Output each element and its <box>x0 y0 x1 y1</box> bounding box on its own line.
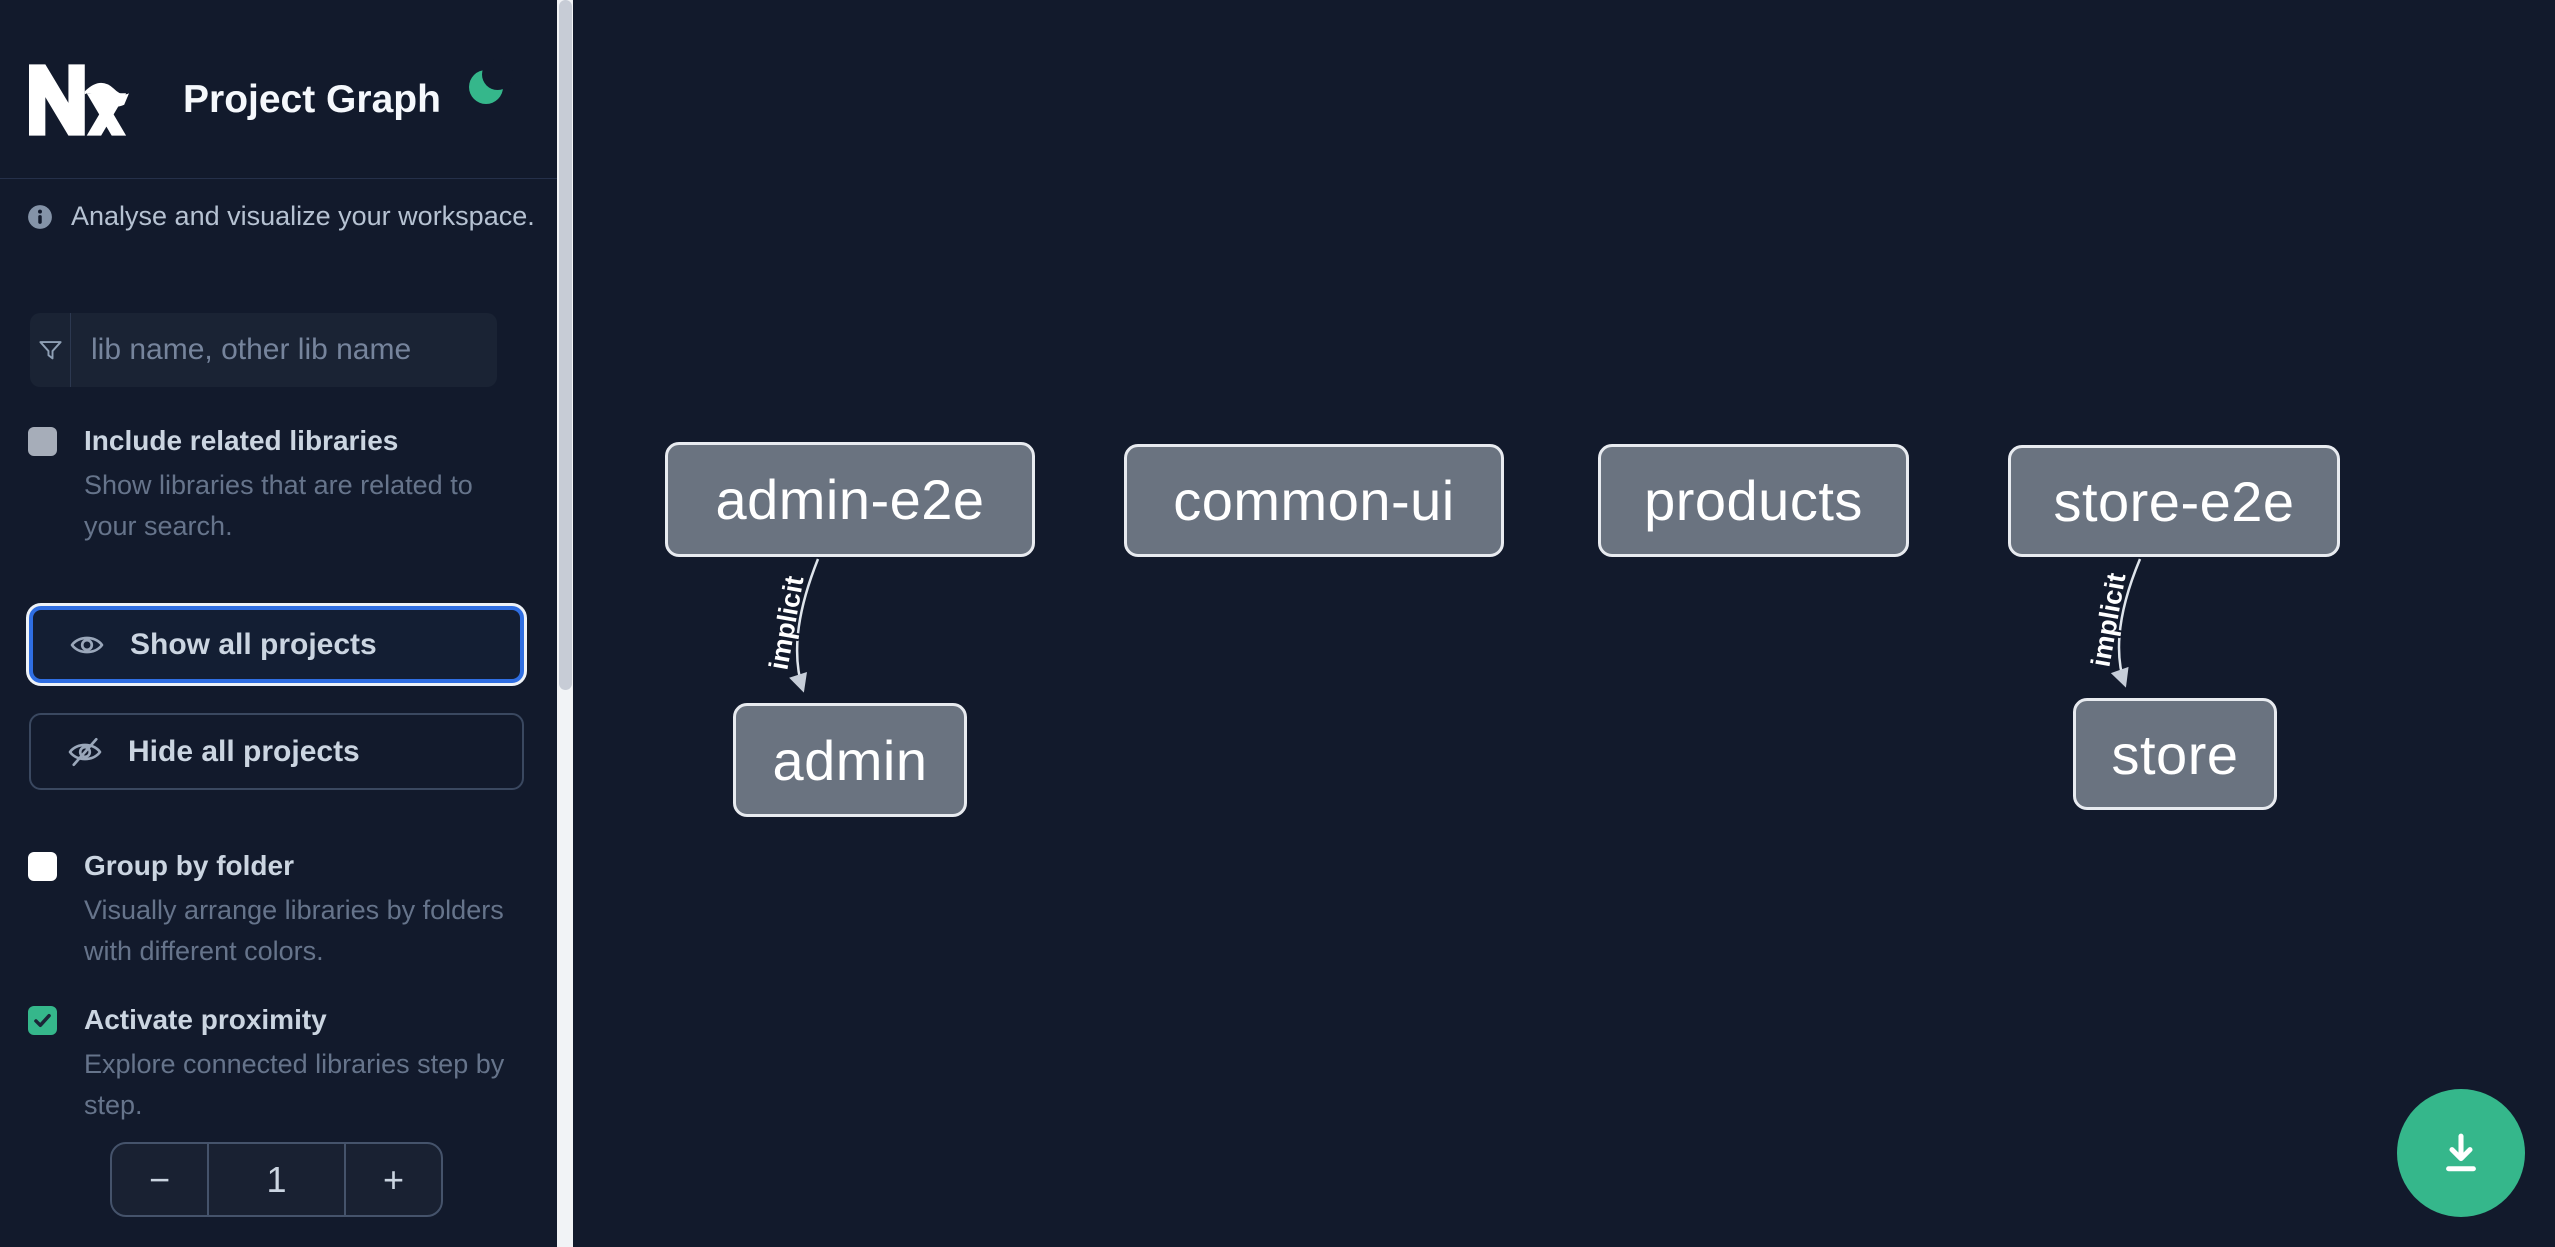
button-label: Hide all projects <box>128 734 360 768</box>
eye-off-icon <box>68 737 102 766</box>
graph-node-admin-e2e[interactable]: admin-e2e <box>665 442 1035 557</box>
download-graph-button[interactable] <box>2397 1089 2525 1217</box>
button-label: Show all projects <box>130 627 377 661</box>
include-related-checkbox[interactable] <box>28 427 57 456</box>
info-icon <box>28 204 52 229</box>
option-description: Explore connected libraries step by step… <box>84 1049 505 1120</box>
eye-icon <box>70 636 104 653</box>
page-title: Project Graph <box>183 78 441 121</box>
graph-node-store-e2e[interactable]: store-e2e <box>2008 445 2340 557</box>
graph-edge-admin-e2e-to-admin[interactable] <box>789 558 820 693</box>
search-input[interactable] <box>71 313 497 387</box>
sidebar-scrollbar-thumb[interactable] <box>558 0 572 690</box>
search-box <box>30 313 497 387</box>
decrement-button[interactable]: − <box>112 1144 209 1215</box>
option-label: Activate proximity <box>84 1004 327 1035</box>
nx-logo <box>29 64 129 136</box>
download-icon <box>2446 1133 2476 1172</box>
option-activate-proximity: Activate proximity Explore connected lib… <box>28 1003 508 1126</box>
graph-edge-store-e2e-to-store[interactable] <box>2110 558 2142 688</box>
sidebar: Project Graph Analyse and visualize your… <box>0 0 557 1247</box>
show-all-projects-button[interactable]: Show all projects <box>29 606 524 683</box>
workspace-info: Analyse and visualize your workspace. <box>27 201 535 232</box>
filter-funnel-icon <box>30 313 71 387</box>
header-divider <box>0 178 557 179</box>
activate-proximity-checkbox[interactable] <box>28 1006 57 1035</box>
proximity-depth-value: 1 <box>266 1158 287 1200</box>
option-group-by-folder: Group by folder Visually arrange librari… <box>28 849 508 972</box>
proximity-depth-stepper: − 1 + <box>110 1142 443 1217</box>
graph-node-products[interactable]: products <box>1598 444 1909 557</box>
option-description: Visually arrange libraries by folders wi… <box>84 895 504 966</box>
graph-node-common-ui[interactable]: common-ui <box>1124 444 1504 557</box>
sidebar-scrollbar-track <box>557 0 573 1247</box>
info-text: Analyse and visualize your workspace. <box>71 201 535 231</box>
option-description: Show libraries that are related to your … <box>84 470 473 541</box>
option-label: Group by folder <box>84 850 294 881</box>
option-label: Include related libraries <box>84 425 399 456</box>
group-by-folder-checkbox[interactable] <box>28 852 57 881</box>
hide-all-projects-button[interactable]: Hide all projects <box>29 713 524 790</box>
theme-toggle-button[interactable] <box>466 59 513 108</box>
option-include-related-libraries: Include related libraries Show libraries… <box>28 424 508 547</box>
graph-node-admin[interactable]: admin <box>733 703 967 817</box>
increment-button[interactable]: + <box>344 1144 441 1215</box>
checkmark-icon <box>34 1013 51 1028</box>
graph-node-store[interactable]: store <box>2073 698 2277 810</box>
